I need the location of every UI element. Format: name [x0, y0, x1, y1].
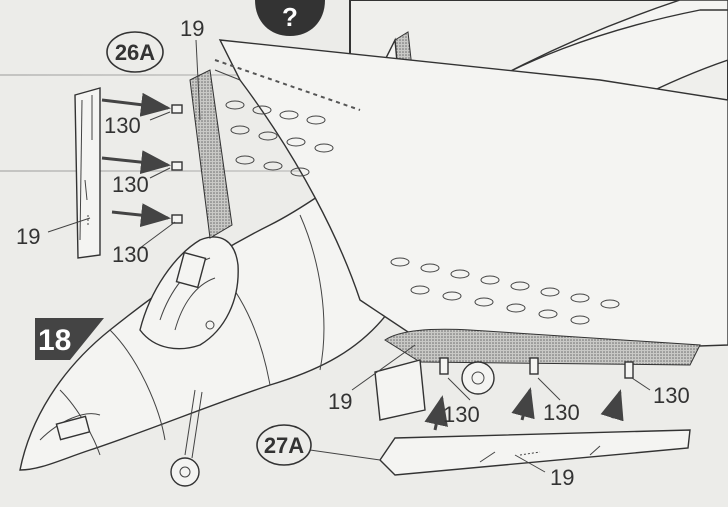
step-number: 18: [38, 324, 71, 357]
landing-gear: [170, 359, 495, 487]
help-badge: ?: [255, 0, 325, 36]
part-number-label: 130: [543, 400, 580, 425]
part-number-label: 130: [443, 402, 480, 427]
callout-27a: 27A: [256, 424, 312, 466]
part-number-label: 19: [16, 224, 40, 249]
step-number-badge: 18: [35, 318, 104, 360]
part-label-26a: 26A: [115, 40, 155, 65]
part-label-27a: 27A: [264, 433, 304, 458]
insertion-arrows-bottom: [424, 357, 634, 431]
insertion-arrows-left: [101, 92, 183, 228]
part-number-label: 130: [653, 383, 690, 408]
part-26a-flap: [74, 87, 101, 259]
part-number-label: 19: [328, 389, 352, 414]
part-27a-flap: [379, 429, 691, 476]
part-number-label: 19: [550, 465, 574, 490]
wing-slat-holes: [225, 100, 620, 325]
part-numbers: 19 130 130 19 130 19 130 130 130 19: [16, 16, 690, 490]
question-mark-icon: ?: [282, 2, 298, 32]
vertical-flap-shaded: [189, 69, 233, 239]
part-number-label: 130: [112, 172, 149, 197]
callout-26a: 26A: [106, 31, 164, 73]
part-number-label: 130: [112, 242, 149, 267]
part-number-label: 19: [180, 16, 204, 41]
part-number-label: 130: [104, 113, 141, 138]
wing-flap-shaded: [384, 328, 701, 366]
cockpit: [139, 236, 239, 350]
leader-lines: [47, 39, 651, 473]
